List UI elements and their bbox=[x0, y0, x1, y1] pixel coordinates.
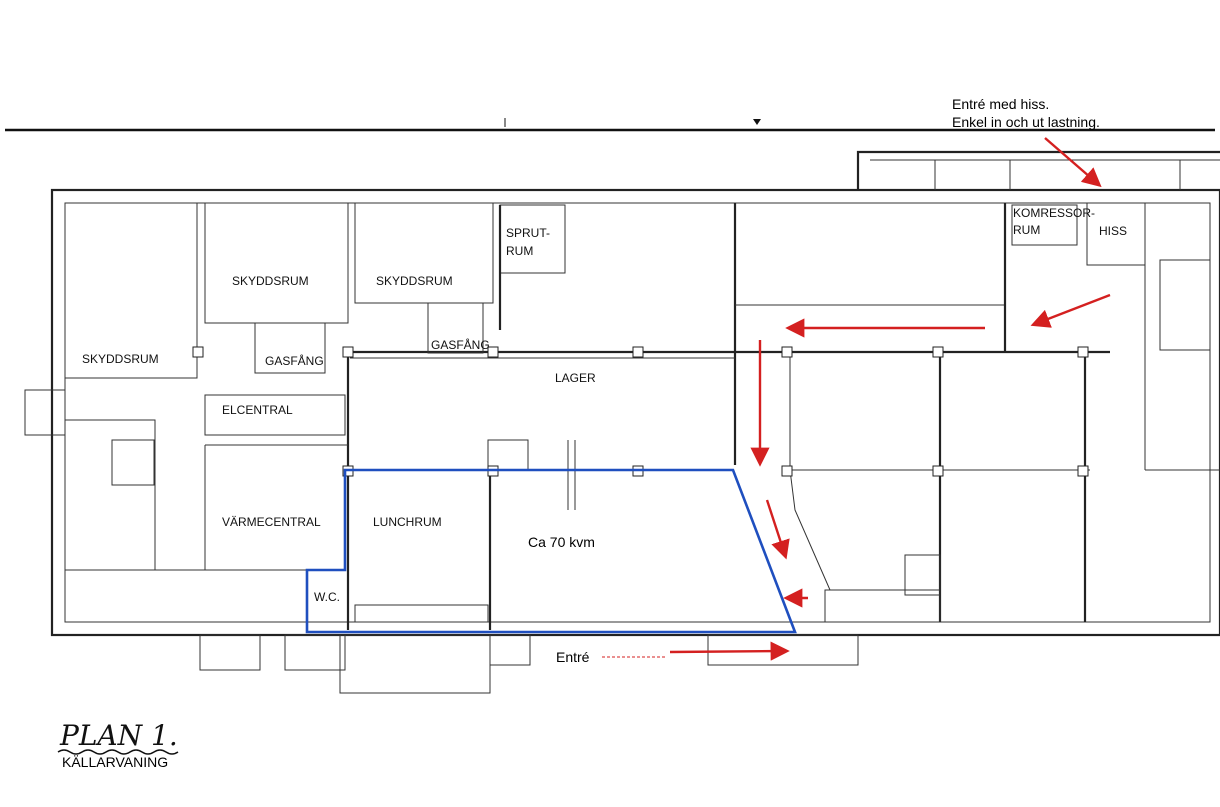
room-kompressor: RUM bbox=[1013, 223, 1040, 237]
area-label: Ca 70 kvm bbox=[528, 534, 595, 550]
room-labels: SKYDDSRUM SKYDDSRUM SKYDDSRUM SPRUT- RUM… bbox=[82, 206, 1127, 604]
highlighted-rental-area bbox=[305, 468, 797, 634]
title-underline bbox=[57, 749, 179, 755]
arrow-icon bbox=[1044, 137, 1102, 188]
elevator-entry-note: Enkel in och ut lastning. bbox=[952, 114, 1100, 130]
walls bbox=[24, 150, 1220, 694]
plan-title: PLAN 1. bbox=[59, 719, 178, 752]
room-varmecentral: VÄRMECENTRAL bbox=[222, 515, 321, 529]
arrow-icon bbox=[1030, 293, 1111, 328]
arrow-icon bbox=[765, 499, 790, 560]
elevator-entry-note: Entré med hiss. bbox=[952, 96, 1049, 112]
room-skyddsrum: SKYDDSRUM bbox=[232, 274, 309, 288]
plan-subtitle: KÄLLARVANING bbox=[62, 754, 168, 770]
room-lager: LAGER bbox=[555, 371, 596, 385]
room-sprutrum: RUM bbox=[506, 244, 533, 258]
room-kompressor: KOMRESSOR- bbox=[1013, 206, 1095, 220]
room-elcentral: ELCENTRAL bbox=[222, 403, 293, 417]
room-hiss: HISS bbox=[1099, 224, 1127, 238]
north-marker bbox=[753, 119, 761, 125]
room-lunchrum: LUNCHRUM bbox=[373, 515, 442, 529]
room-skyddsrum: SKYDDSRUM bbox=[82, 352, 159, 366]
arrow-icon bbox=[669, 641, 790, 661]
room-gasfang: GASFÅNG bbox=[431, 337, 490, 352]
room-gasfang: GASFÅNG bbox=[265, 353, 324, 368]
entry-label: Entré bbox=[556, 649, 590, 665]
room-sprutrum: SPRUT- bbox=[506, 226, 550, 240]
route-arrows bbox=[669, 137, 1111, 661]
room-skyddsrum: SKYDDSRUM bbox=[376, 274, 453, 288]
room-wc: W.C. bbox=[314, 590, 340, 604]
